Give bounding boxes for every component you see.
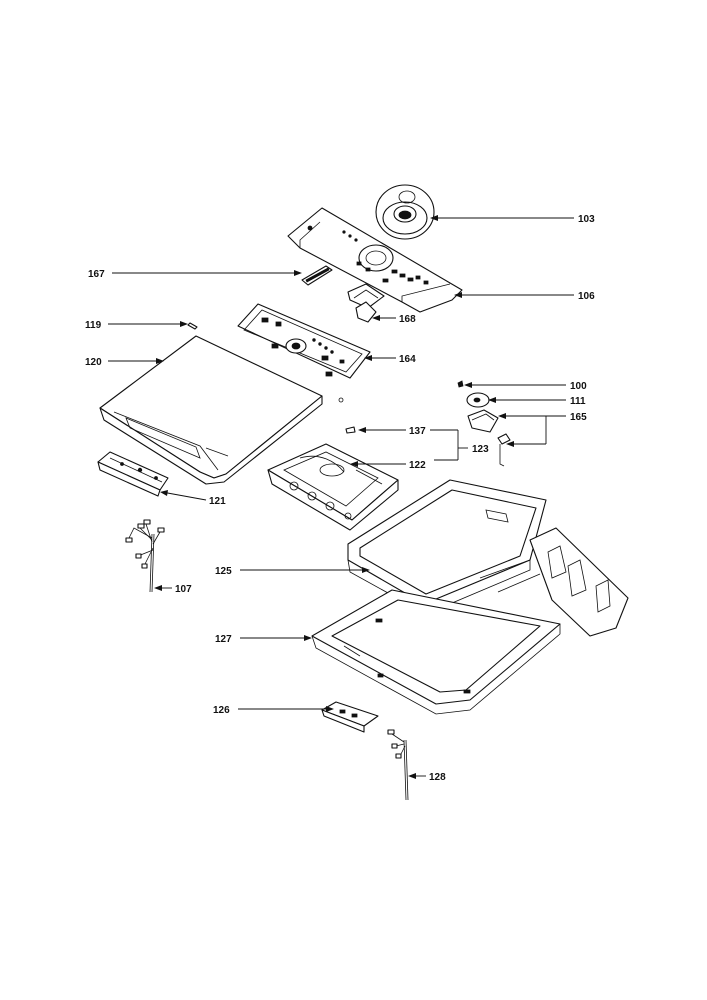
part-125-frame <box>347 479 547 615</box>
callout-125: 125 <box>215 566 232 577</box>
callout-labels: 103 106 167 168 119 164 120 100 111 165 … <box>85 214 595 783</box>
callout-128: 128 <box>429 772 446 783</box>
callout-165: 165 <box>570 412 587 423</box>
callout-107: 107 <box>175 584 192 595</box>
callout-168: 168 <box>399 314 416 325</box>
part-127-base-frame <box>311 527 629 715</box>
part-106-control-panel <box>287 207 463 313</box>
part-119-screw <box>187 322 198 330</box>
callout-127: 127 <box>215 634 232 645</box>
callout-126: 126 <box>213 705 230 716</box>
callout-119: 119 <box>85 320 102 331</box>
callout-167: 167 <box>88 269 105 280</box>
part-111-cap <box>466 392 490 408</box>
part-128-wiring-harness <box>387 729 409 801</box>
callout-123: 123 <box>472 444 489 455</box>
callout-100: 100 <box>570 381 587 392</box>
callout-103: 103 <box>578 214 595 225</box>
part-165-lock-switch <box>467 409 511 467</box>
part-103-knob <box>375 184 435 240</box>
part-107-wiring-harness <box>125 519 165 593</box>
callout-120: 120 <box>85 357 102 368</box>
part-168-cover <box>347 283 385 323</box>
callout-164: 164 <box>399 354 416 365</box>
callout-121: 121 <box>209 496 226 507</box>
leader-121 <box>161 491 207 501</box>
callout-137: 137 <box>409 426 426 437</box>
part-167-bracket <box>301 265 333 286</box>
callout-106: 106 <box>578 291 595 302</box>
leader-lines <box>108 215 574 779</box>
part-126-module <box>321 701 379 733</box>
part-100-screw <box>457 380 464 388</box>
part-122-dispenser <box>267 443 399 531</box>
callout-111: 111 <box>570 396 586 407</box>
part-164-electronic-board <box>237 303 371 403</box>
callout-122: 122 <box>409 460 426 471</box>
part-120-lid <box>99 335 323 485</box>
part-137-screw <box>345 426 356 434</box>
part-121-handle <box>97 451 169 497</box>
